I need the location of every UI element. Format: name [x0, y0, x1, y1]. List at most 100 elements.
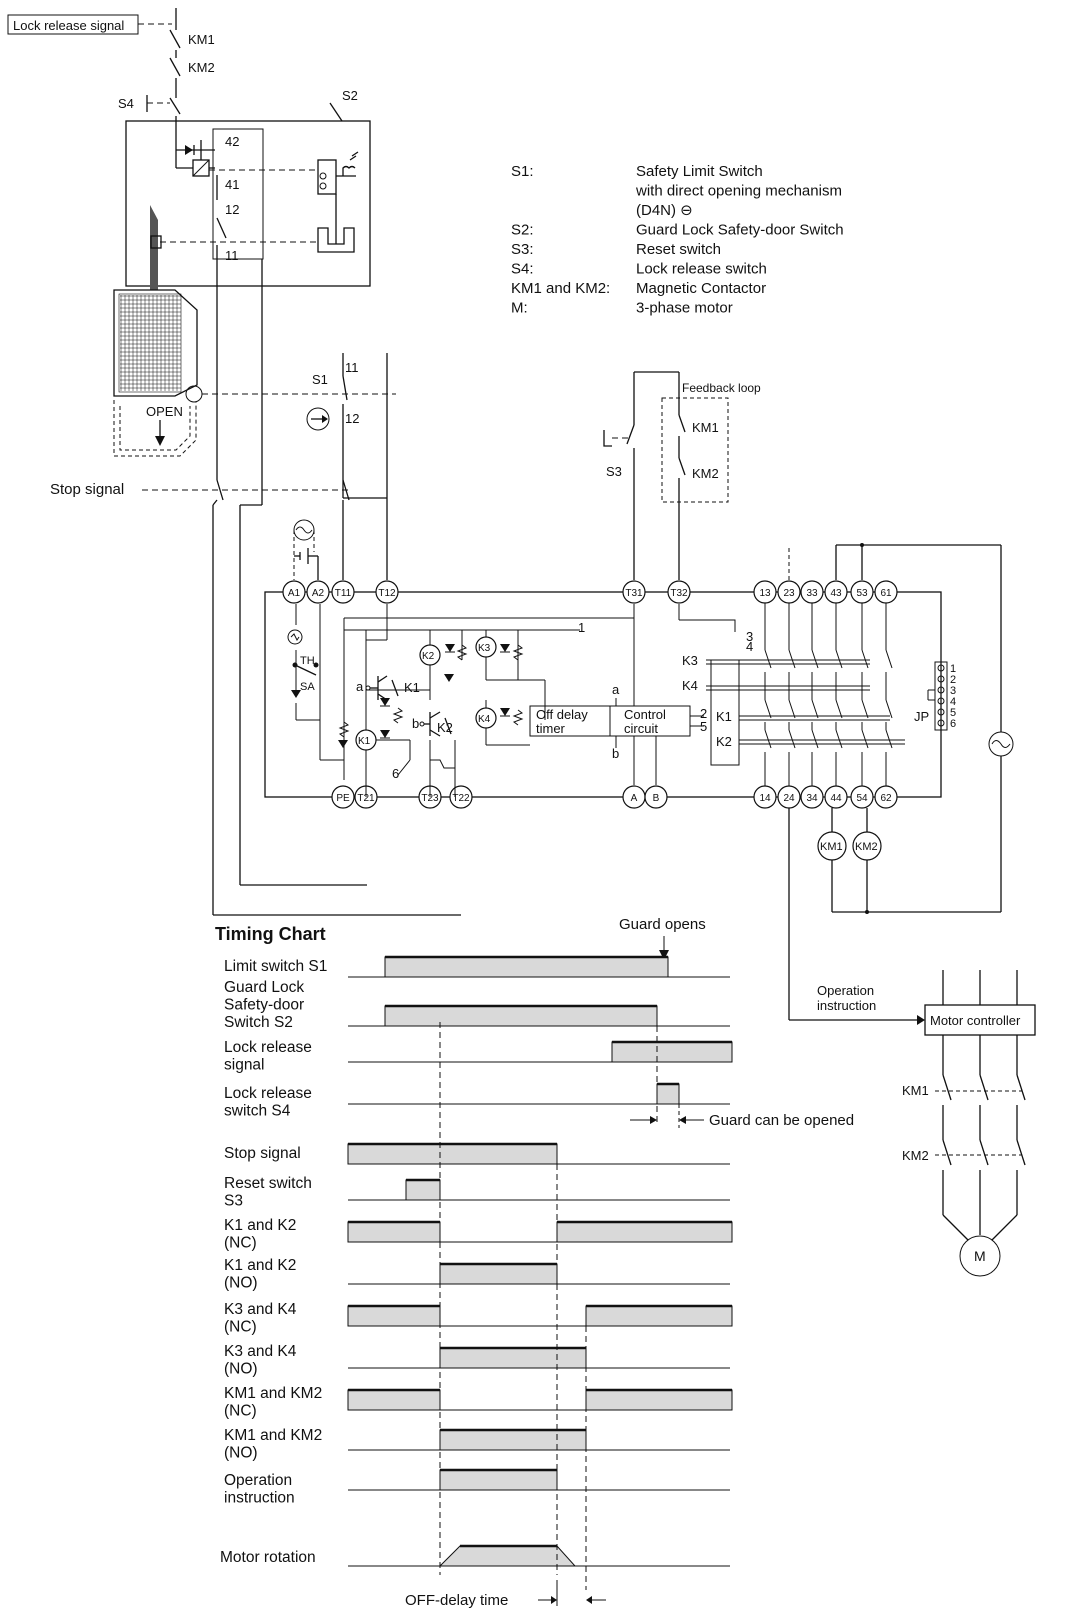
k2-contact-label: K2	[437, 720, 453, 735]
timing-pulse-2-0	[611, 1041, 733, 1063]
terminal-A2	[306, 580, 330, 604]
terminal-label-33: 33	[806, 588, 818, 599]
legend-key-5: M:	[511, 300, 528, 317]
timing-label-2-0: Lock release	[224, 1039, 312, 1056]
legend-value-3-0: Lock release switch	[636, 261, 767, 278]
off-delay-time-label: OFF-delay time	[405, 1592, 508, 1609]
timing-label-10-1: (NC)	[224, 1403, 257, 1420]
guard-door: OPEN	[113, 289, 203, 457]
jp-num-2: 2	[950, 674, 956, 686]
motor-km2-label: KM2	[902, 1148, 929, 1163]
terminal-label-T12: T12	[378, 588, 396, 599]
terminal-label-53: 53	[856, 588, 868, 599]
jp-pin-2	[937, 675, 945, 683]
off-delay-timer-label-1: Off delay	[536, 707, 588, 722]
legend-value-0-0: Safety Limit Switch	[636, 163, 763, 180]
terminal-label-13: 13	[759, 588, 771, 599]
legend-value-4-0: Magnetic Contactor	[636, 280, 766, 297]
timing-label-9-1: (NO)	[224, 1361, 258, 1378]
motor-symbol	[959, 1235, 1001, 1277]
terminal-label-PE: PE	[336, 793, 350, 804]
terminal-label-T32: T32	[670, 588, 688, 599]
legend-value-0-2: (D4N) ⊖	[636, 202, 693, 219]
legend-key-1: S2:	[511, 222, 534, 239]
timing-label-1-0: Guard Lock	[224, 979, 304, 996]
jp-pin-3	[937, 686, 945, 694]
terminal-T11	[331, 580, 355, 604]
ac-source-right	[788, 543, 1014, 914]
timing-chart-title: Timing Chart	[215, 924, 326, 944]
legend-key-2: S3:	[511, 241, 534, 258]
timing-pulse-6-1	[556, 1221, 733, 1243]
s3-label: S3	[606, 464, 622, 479]
terminal-label-A2: A2	[312, 588, 325, 599]
timing-label-6-1: (NC)	[224, 1235, 257, 1252]
s4-label: S4	[118, 96, 134, 111]
timing-pulse-6-0	[347, 1221, 441, 1243]
k1-a-label: a	[356, 679, 364, 694]
wire-3: 3	[746, 629, 753, 644]
feedback-loop-label: Feedback loop	[682, 381, 761, 395]
motor-label: M	[974, 1248, 986, 1264]
terminal-label-23: 23	[783, 588, 795, 599]
terminal-label-44: 44	[830, 793, 842, 804]
legend-value-0-1: with direct opening mechanism	[635, 183, 842, 200]
timing-pulse-4-0	[347, 1143, 558, 1165]
terminal-12: 12	[225, 202, 239, 217]
timing-label-13-0: Motor rotation	[220, 1549, 316, 1566]
operation-instruction-label-1: Operation	[817, 983, 874, 998]
timing-label-3-1: switch S4	[224, 1103, 291, 1120]
terminal-A1	[282, 580, 306, 604]
timing-pulse-9-0	[439, 1347, 587, 1369]
off-delay-timer-label-2: timer	[536, 721, 566, 736]
wire-2: 2	[700, 706, 707, 721]
legend-key-3: S4:	[511, 261, 534, 278]
terminal-label-T31: T31	[625, 588, 643, 599]
km2-contact-label: KM2	[188, 60, 215, 75]
k3-relay-contact-label: K3	[682, 653, 698, 668]
timing-pulse-5-0	[405, 1179, 441, 1201]
timing-label-12-1: instruction	[224, 1490, 295, 1507]
timing-label-7-1: (NO)	[224, 1275, 258, 1292]
timing-pulse-7-0	[439, 1263, 558, 1285]
th-label: TH	[300, 655, 315, 667]
timing-label-9-0: K3 and K4	[224, 1343, 297, 1360]
timing-label-8-0: K3 and K4	[224, 1301, 297, 1318]
km1-contact-label: KM1	[188, 32, 215, 47]
s1-label: S1	[312, 372, 328, 387]
timing-label-1-2: Switch S2	[224, 1014, 293, 1031]
control-circuit-label-2: circuit	[624, 721, 658, 736]
stop-signal-label: Stop signal	[50, 481, 124, 498]
terminal-42: 42	[225, 134, 239, 149]
legend-value-5-0: 3-phase motor	[636, 300, 733, 317]
motor-km1-label: KM1	[902, 1083, 929, 1098]
k2-b-label: b	[412, 716, 419, 731]
wire-6: 6	[392, 766, 399, 781]
terminal-label-A: A	[631, 793, 638, 804]
terminal-T31	[622, 580, 646, 604]
feedback-km1-label: KM1	[692, 420, 719, 435]
wire-5: 5	[700, 719, 707, 734]
timing-label-2-1: signal	[224, 1057, 265, 1074]
s1-terminal-11: 11	[345, 360, 359, 375]
control-circuit-label-1: Control	[624, 707, 666, 722]
power-supply	[293, 519, 319, 580]
open-label: OPEN	[146, 404, 183, 419]
reset-and-feedback: S3 Feedback loop KM1 KM2	[603, 371, 761, 580]
terminal-label-T22: T22	[452, 793, 470, 804]
timing-label-5-1: S3	[224, 1193, 243, 1210]
terminal-T32	[667, 580, 691, 604]
lock-release-signal-label: Lock release signal	[13, 18, 124, 33]
timing-label-8-1: (NC)	[224, 1319, 257, 1336]
s2-label: S2	[342, 88, 358, 103]
s2-guard-lock-switch	[125, 120, 371, 287]
guard-opens-label: Guard opens	[619, 916, 706, 933]
terminal-label-B: B	[653, 793, 660, 804]
timing-label-5-0: Reset switch	[224, 1175, 312, 1192]
terminal-41: 41	[225, 177, 239, 192]
timing-pulse-11-0	[439, 1429, 587, 1451]
legend-value-1-0: Guard Lock Safety-door Switch	[636, 222, 844, 239]
timing-label-3-0: Lock release	[224, 1085, 312, 1102]
